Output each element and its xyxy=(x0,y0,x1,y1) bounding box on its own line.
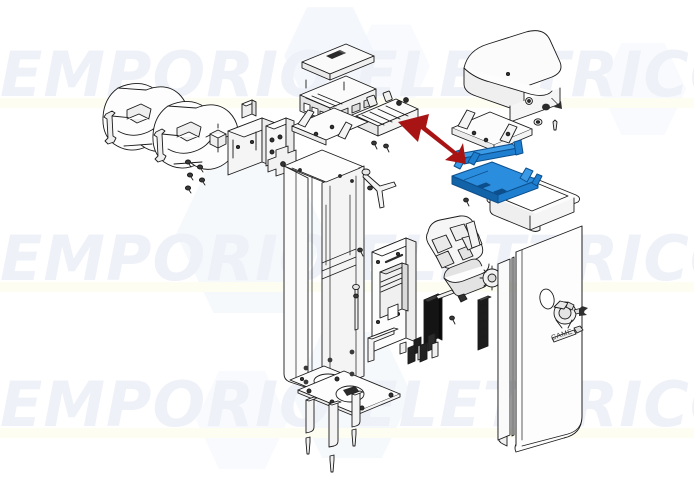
motor-fasteners xyxy=(435,289,468,303)
anchor-hole-markers xyxy=(303,349,355,385)
column-side-screws xyxy=(353,185,373,299)
collar-clip-left xyxy=(103,110,117,145)
shaft-rods xyxy=(352,168,397,331)
screws-fasteners-left xyxy=(184,159,206,194)
shaft-coupling xyxy=(205,123,232,153)
battery-box xyxy=(463,30,562,123)
base-plate xyxy=(297,370,401,417)
door-panel xyxy=(497,225,583,453)
tray-screws xyxy=(371,140,390,153)
box-fasteners xyxy=(533,98,562,131)
lock-cylinder xyxy=(553,300,588,329)
door-seal-strip xyxy=(477,295,492,351)
base-l-bracket xyxy=(367,327,399,363)
cabinet-column xyxy=(267,149,365,394)
board-cradle xyxy=(291,107,369,146)
anchor-bolts xyxy=(305,390,364,473)
battery-pack-module xyxy=(423,293,443,345)
red-pointer-arrow xyxy=(398,114,466,164)
control-board-cover xyxy=(301,43,375,81)
board-standoff-pins xyxy=(305,79,351,125)
misc-screws xyxy=(357,197,470,325)
lock-key xyxy=(551,325,584,343)
motor-gearbox xyxy=(426,215,505,297)
collar-clip-right xyxy=(153,128,167,163)
top-clip-pair xyxy=(407,342,428,365)
control-panel-board xyxy=(371,237,417,353)
cover-collar-right xyxy=(152,101,239,170)
bracket-flange xyxy=(241,99,257,119)
